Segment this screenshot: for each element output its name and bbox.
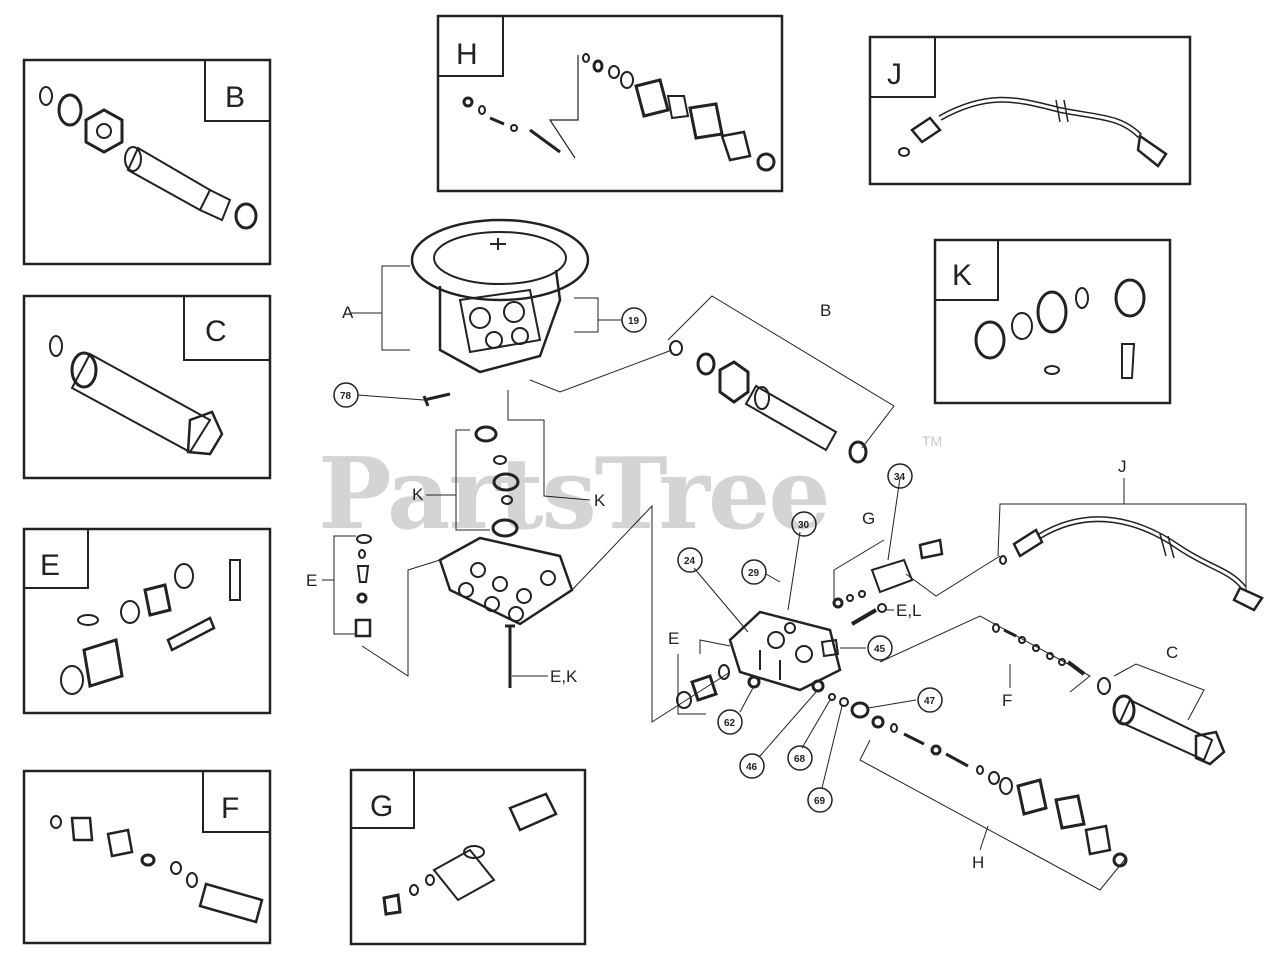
box-label-j: J: [887, 58, 902, 91]
part-46[interactable]: [811, 679, 825, 693]
kit-box-c[interactable]: [22, 294, 272, 480]
box-label-f: F: [221, 792, 239, 825]
main-h-parts[interactable]: [871, 715, 1128, 868]
box-label-e: E: [40, 549, 60, 582]
callout-e-left: E: [306, 571, 317, 590]
part-number-24: 24: [684, 556, 696, 567]
part-number-45: 45: [874, 644, 886, 655]
part-number-30: 30: [798, 520, 810, 531]
seal-stack[interactable]: [474, 425, 520, 538]
kit-box-f[interactable]: [22, 769, 272, 945]
main-c-parts[interactable]: [1097, 677, 1226, 766]
callout-h: H: [972, 853, 984, 872]
part-number-29: 29: [748, 568, 760, 579]
part-number-34: 34: [894, 472, 906, 483]
kit-box-b[interactable]: [22, 58, 272, 266]
watermark-brand: PartsTree: [318, 437, 829, 552]
callout-circles: [333, 307, 943, 813]
kit-box-e[interactable]: [22, 527, 272, 715]
callout-f: F: [1002, 691, 1012, 710]
part-62[interactable]: [747, 675, 761, 689]
part-69[interactable]: [839, 697, 849, 707]
callout-c: C: [1166, 643, 1178, 662]
callout-a: A: [342, 303, 354, 322]
screw-78[interactable]: [422, 392, 451, 407]
main-g-parts[interactable]: [832, 538, 944, 609]
callout-g: G: [862, 509, 875, 528]
callout-j: J: [1118, 457, 1127, 476]
kit-box-g[interactable]: [349, 768, 587, 946]
main-el-parts[interactable]: [850, 603, 887, 626]
part-number-78: 78: [340, 391, 352, 402]
kit-box-h[interactable]: [436, 14, 784, 193]
callout-e-right: E: [668, 629, 679, 648]
kit-box-k[interactable]: [933, 238, 1172, 405]
part-number-47: 47: [924, 696, 936, 707]
kit-box-j[interactable]: [868, 35, 1192, 186]
part-number-62: 62: [724, 718, 736, 729]
callout-b: B: [820, 301, 831, 320]
callout-k-right: K: [594, 491, 606, 510]
box-label-c: C: [205, 315, 227, 348]
callout-k-left: K: [412, 485, 424, 504]
bolt-ek[interactable]: [505, 624, 515, 688]
part-number-69: 69: [814, 796, 826, 807]
box-label-k: K: [952, 259, 972, 292]
box-label-b: B: [225, 81, 245, 114]
callout-ek: E,K: [550, 667, 578, 686]
main-b-parts[interactable]: [669, 340, 868, 464]
fitting-45[interactable]: [820, 638, 840, 658]
part-68[interactable]: [828, 693, 836, 701]
part-number-labels: 19 78 24 29 30 34 45 62 46 68 69 47: [340, 316, 936, 807]
watermark-trademark: TM: [922, 433, 942, 449]
callout-el: E,L: [896, 601, 922, 620]
pump-assembly[interactable]: [410, 218, 590, 374]
main-f-parts[interactable]: [992, 623, 1086, 676]
callout-letters: A B K K E E,K E G E,L J F C H: [306, 301, 1178, 872]
box-label-h: H: [456, 38, 478, 71]
main-j-parts[interactable]: [999, 516, 1264, 612]
part-number-19: 19: [628, 316, 640, 327]
part-number-46: 46: [746, 762, 758, 773]
left-e-stack[interactable]: [354, 534, 372, 638]
part-number-68: 68: [794, 754, 806, 765]
box-label-g: G: [370, 790, 393, 823]
manifold-assembly[interactable]: [728, 610, 842, 692]
part-47[interactable]: [850, 701, 870, 719]
leader-lines: [322, 265, 1247, 891]
